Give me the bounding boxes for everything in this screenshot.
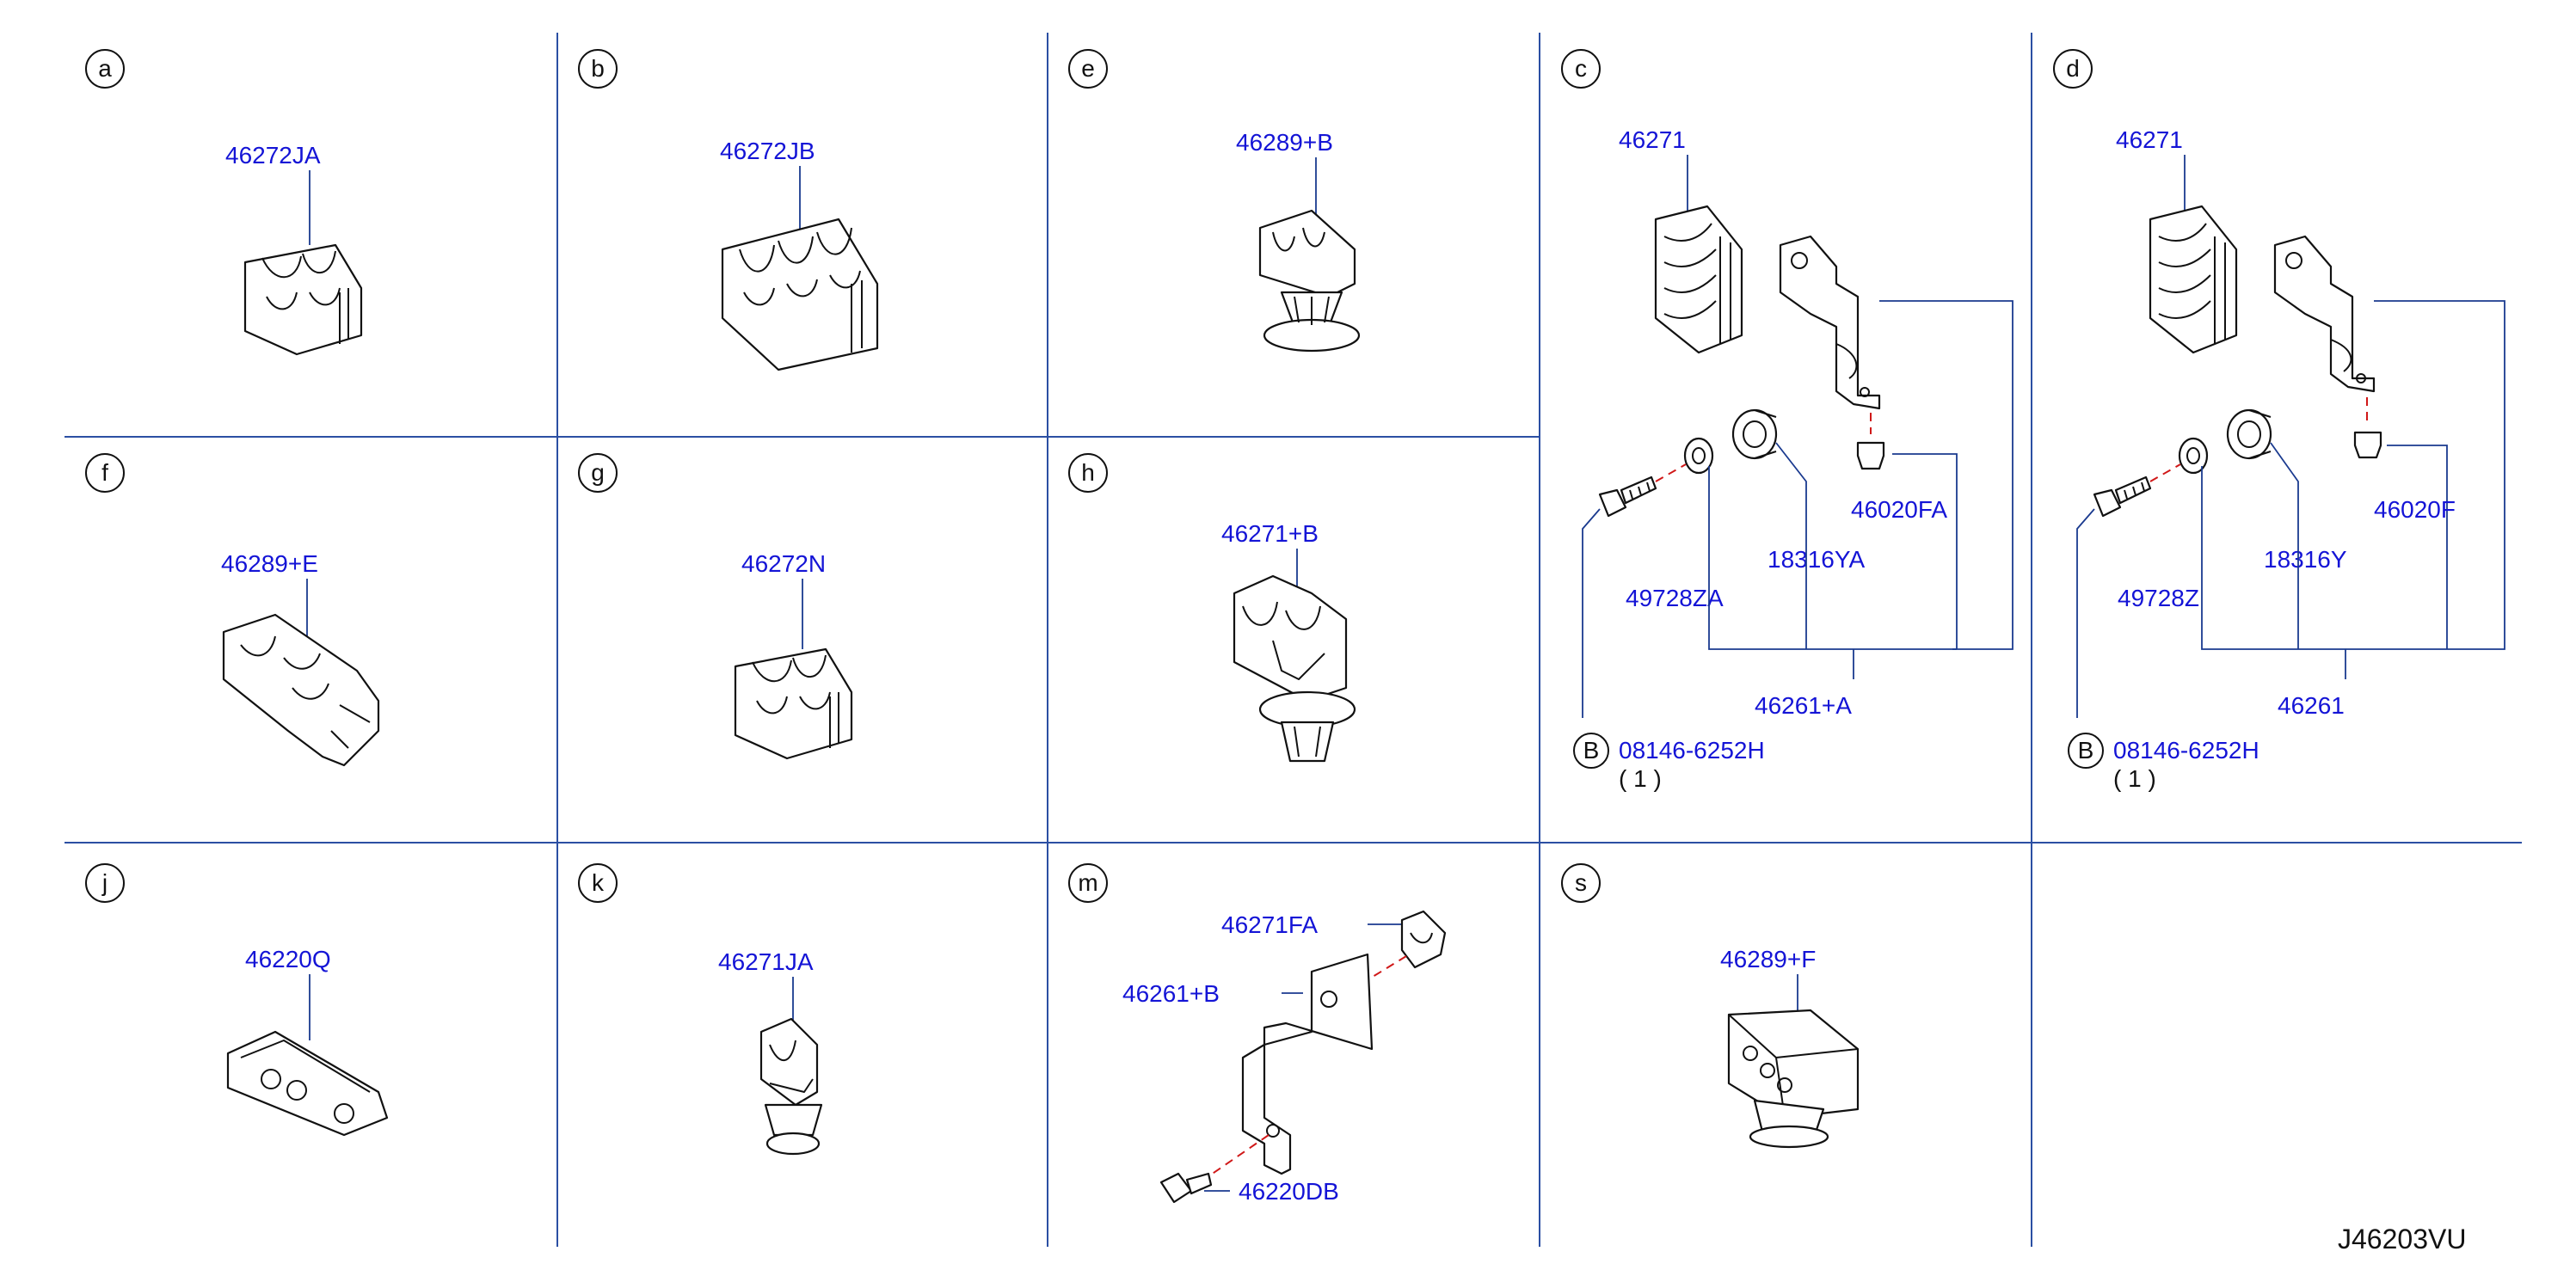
part-number: 46289+F <box>1720 946 1816 972</box>
part-number: 46220Q <box>245 946 331 972</box>
push-clip-icon <box>1258 209 1361 353</box>
panel-d: d 46271 46020F 18316Y <box>2053 49 2505 792</box>
panel-letter: g <box>591 459 605 486</box>
part-number: 46272JA <box>225 142 321 169</box>
part-number: 46020F <box>2374 496 2456 523</box>
clip-2-pipe-icon <box>734 647 853 760</box>
part-number: 46271+B <box>1221 520 1319 547</box>
panel-letter: c <box>1575 55 1587 82</box>
panel-letter: k <box>592 869 605 896</box>
part-number: 46271FA <box>1221 911 1318 938</box>
clip-2-pipe-icon <box>243 243 363 356</box>
part-number: 46261+A <box>1755 692 1852 719</box>
panel-letter: d <box>2066 55 2080 82</box>
panel-m: m 46271FA 46261+B 46220DB <box>1068 863 1447 1205</box>
pipe-clip-4-icon <box>1654 205 1743 354</box>
part-number: 46271JA <box>718 948 814 975</box>
part-number: 08146-6252H <box>1619 737 1765 764</box>
part-number: 46271 <box>1619 126 1686 153</box>
part-number: 46261 <box>2278 692 2345 719</box>
rubber-mount-icon <box>1731 408 1778 460</box>
panel-letter: a <box>98 55 112 82</box>
quantity: ( 1 ) <box>2113 765 2156 792</box>
bolt-icon <box>1598 475 1657 518</box>
part-number: 18316YA <box>1768 546 1865 573</box>
panel-k: k 46271JA <box>578 863 823 1156</box>
washer-icon <box>1683 437 1714 475</box>
grommet-small-icon <box>1856 441 1885 470</box>
quantity: ( 1 ) <box>1619 765 1662 792</box>
part-number: 46261+B <box>1122 980 1220 1007</box>
part-number: 08146-6252H <box>2113 737 2259 764</box>
bracket-icon <box>2273 235 2376 393</box>
part-number: 46289+B <box>1236 129 1333 156</box>
clip-small-icon <box>1400 910 1447 969</box>
pipe-clip-4-icon <box>2149 205 2238 354</box>
washer-icon <box>2178 437 2209 475</box>
part-number: 46271 <box>2116 126 2183 153</box>
clip-2-pipe-icon <box>222 613 380 767</box>
ref-letter: B <box>2078 737 2094 764</box>
panel-letter: b <box>591 55 605 82</box>
panel-letter: s <box>1575 869 1587 896</box>
panel-f: f 46289+E <box>85 453 380 767</box>
panel-s: s 46289+F <box>1561 863 1860 1149</box>
part-number: 46220DB <box>1239 1178 1339 1205</box>
part-number: 46272JB <box>720 138 815 164</box>
bracket-icon <box>1241 953 1374 1175</box>
bolt-icon <box>1159 1172 1213 1204</box>
clip-3-pipe-icon <box>721 218 879 371</box>
panel-c: c 46271 46020FA 18316YA <box>1561 49 2013 792</box>
panel-j: j 46220Q <box>85 863 389 1137</box>
part-number: 18316Y <box>2264 546 2347 573</box>
panel-g: g 46272N <box>578 453 853 760</box>
grid-lines <box>65 33 2522 1247</box>
panel-b: b 46272JB <box>578 49 879 371</box>
panel-letter: f <box>101 459 108 486</box>
panel-letter: e <box>1081 55 1095 82</box>
panel-e: e 46289+B <box>1068 49 1361 353</box>
clip-flat-icon <box>226 1030 389 1137</box>
panel-h: h 46271+B <box>1068 453 1356 763</box>
diagram-code: J46203VU <box>2338 1224 2466 1255</box>
panel-a: a 46272JA <box>85 49 363 356</box>
part-number: 46289+E <box>221 550 318 577</box>
clip-block-icon <box>1727 1009 1860 1149</box>
panel-letter: j <box>101 869 108 896</box>
bracket-icon <box>1779 235 1881 410</box>
ref-letter: B <box>1583 737 1600 764</box>
panel-letter: h <box>1081 459 1095 486</box>
part-number: 46020FA <box>1851 496 1947 523</box>
bolt-icon <box>2093 475 2152 518</box>
part-number: 49728Z <box>2118 585 2199 611</box>
panel-letter: m <box>1078 869 1097 896</box>
push-clip-icon <box>1233 574 1356 763</box>
part-number: 46272N <box>741 550 826 577</box>
push-clip-icon <box>759 1017 823 1156</box>
part-number: 49728ZA <box>1626 585 1724 611</box>
grommet-small-icon <box>2353 431 2382 459</box>
rubber-mount-icon <box>2226 408 2272 460</box>
